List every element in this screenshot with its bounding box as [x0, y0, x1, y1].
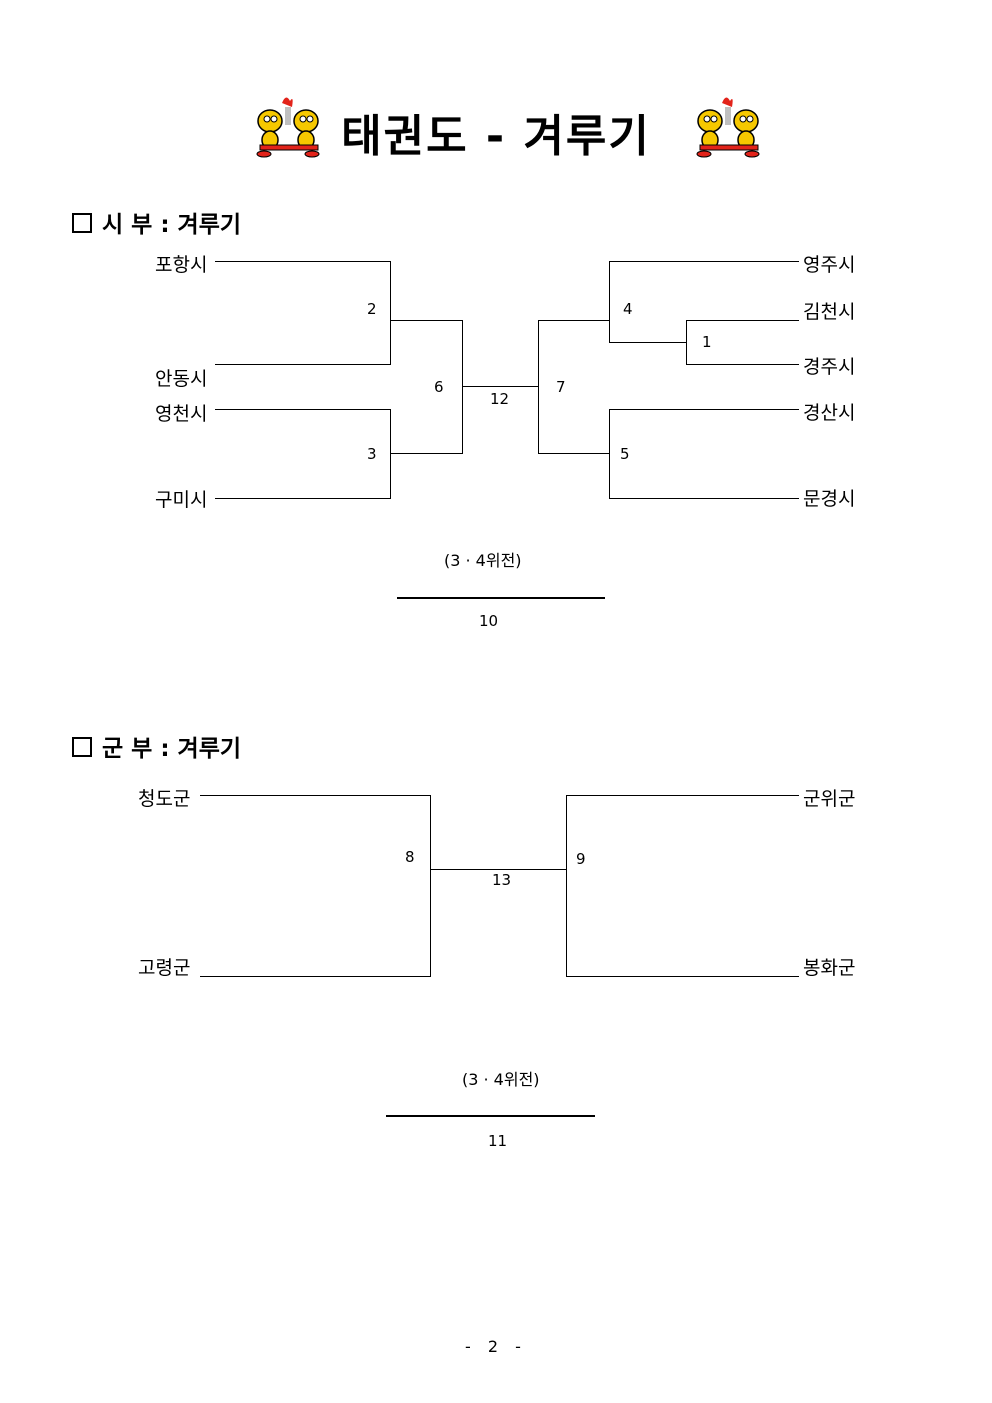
page-number: - 2 - [465, 1337, 527, 1356]
bracket-line [215, 364, 391, 365]
city-section-heading: 시 부 : 겨루기 [72, 205, 241, 239]
match-number: 4 [623, 300, 633, 318]
third-place-match-number: 11 [488, 1132, 508, 1150]
bracket-line [390, 453, 462, 454]
team-bonghwa: 봉화군 [803, 957, 856, 979]
team-gimcheon: 김천시 [803, 301, 856, 323]
match-number: 8 [405, 848, 415, 866]
bracket-line [390, 320, 462, 321]
team-gyeongju: 경주시 [803, 356, 856, 378]
checkbox-square-icon [72, 213, 92, 233]
bracket-line [200, 795, 431, 796]
bracket-line [462, 320, 463, 454]
third-place-line [386, 1115, 595, 1117]
match-number: 7 [556, 378, 566, 396]
bracket-line [609, 261, 799, 262]
bracket-line [609, 261, 610, 343]
bracket-line [215, 409, 391, 410]
team-andong: 안동시 [155, 368, 208, 390]
third-place-line [397, 597, 605, 599]
team-yeongju: 영주시 [803, 254, 856, 276]
team-gyeongsan: 경산시 [803, 402, 856, 424]
bracket-line [430, 869, 567, 870]
match-number: 1 [702, 333, 712, 351]
bracket-line [462, 386, 539, 387]
bracket-line [538, 320, 610, 321]
bracket-line [566, 795, 567, 977]
page-title: 태권도 - 겨루기 [341, 111, 651, 162]
match-number: 9 [576, 850, 586, 868]
bracket-line [215, 498, 391, 499]
bracket-line [538, 453, 610, 454]
team-mungyeong: 문경시 [803, 488, 856, 510]
match-number: 2 [367, 300, 377, 318]
bracket-line [566, 976, 799, 977]
bracket-line [390, 261, 391, 365]
third-place-label: (3 · 4위전) [462, 1070, 540, 1089]
team-yeongcheon: 영천시 [155, 403, 208, 425]
bracket-line [566, 795, 799, 796]
team-goryeong: 고령군 [138, 957, 191, 979]
team-gunwi: 군위군 [803, 788, 856, 810]
bracket-line [430, 795, 431, 977]
third-place-match-number: 10 [479, 612, 499, 630]
bracket-line [686, 320, 799, 321]
bracket-line [609, 342, 687, 343]
mascot-left [250, 93, 328, 163]
bracket-line [609, 409, 610, 499]
match-number: 12 [490, 390, 510, 408]
county-section-heading: 군 부 : 겨루기 [72, 729, 241, 763]
third-place-label: (3 · 4위전) [444, 551, 522, 570]
checkbox-square-icon [72, 737, 92, 757]
bracket-line [609, 498, 799, 499]
bracket-line [686, 364, 799, 365]
bracket-line [538, 320, 539, 454]
bracket-line [686, 320, 687, 365]
match-number: 5 [620, 445, 630, 463]
match-number: 6 [434, 378, 444, 396]
mascot-right [690, 93, 768, 163]
team-pohang: 포항시 [155, 254, 208, 276]
bracket-line [215, 261, 391, 262]
bracket-line [609, 409, 799, 410]
match-number: 13 [492, 871, 512, 889]
team-gumi: 구미시 [155, 489, 208, 511]
match-number: 3 [367, 445, 377, 463]
team-cheongdo: 청도군 [138, 788, 191, 810]
bracket-line [200, 976, 431, 977]
bracket-line [390, 409, 391, 499]
